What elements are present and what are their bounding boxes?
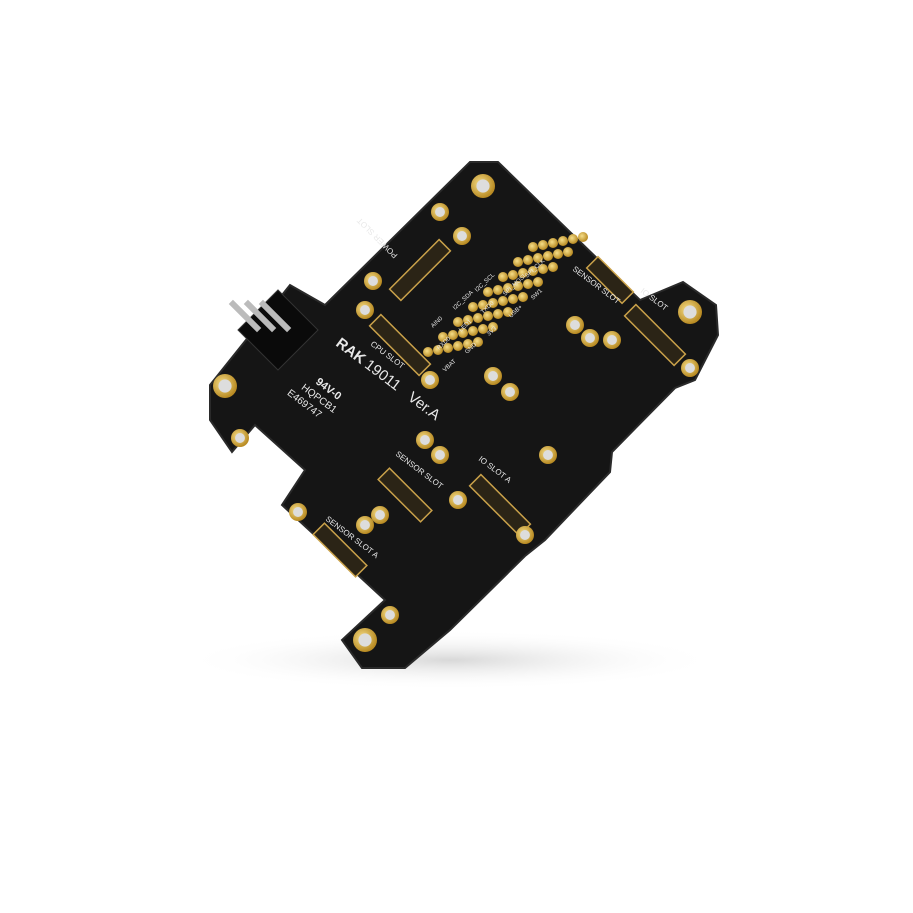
gold-pad — [463, 315, 473, 325]
gold-pad — [518, 292, 528, 302]
gold-pad — [503, 307, 513, 317]
gold-pad — [508, 270, 518, 280]
gold-pad — [528, 266, 538, 276]
gold-pad — [513, 281, 523, 291]
gold-pad — [548, 262, 558, 272]
gold-pad — [473, 337, 483, 347]
gold-pad — [478, 300, 488, 310]
gold-pad — [523, 279, 533, 289]
gold-pad — [443, 343, 453, 353]
mounting-hole-bore — [476, 179, 490, 193]
gold-pad — [488, 322, 498, 332]
mounting-hole-bore — [683, 305, 697, 319]
mounting-hole-bore — [368, 276, 378, 286]
gold-pad — [468, 326, 478, 336]
gold-pad — [528, 242, 538, 252]
mounting-hole-bore — [435, 450, 445, 460]
gold-pad — [483, 311, 493, 321]
mounting-hole-bore — [218, 379, 232, 393]
gold-pad — [458, 328, 468, 338]
gold-pad — [473, 313, 483, 323]
mounting-hole-bore — [420, 435, 430, 445]
gold-pad — [563, 247, 573, 257]
gold-pad — [533, 253, 543, 263]
gold-pad — [568, 234, 578, 244]
mounting-hole-bore — [543, 450, 553, 460]
gold-pad — [453, 341, 463, 351]
gold-pad — [508, 294, 518, 304]
gold-pad — [503, 283, 513, 293]
mounting-hole-bore — [293, 507, 303, 517]
pin-header — [228, 289, 319, 371]
mounting-hole-bore — [235, 433, 245, 443]
mounting-hole-bore — [453, 495, 463, 505]
gold-pad — [538, 264, 548, 274]
gold-pad — [513, 257, 523, 267]
gold-pad — [578, 232, 588, 242]
mounting-hole-bore — [585, 333, 595, 343]
gold-pad — [518, 268, 528, 278]
gold-pad — [488, 298, 498, 308]
mounting-hole-bore — [520, 530, 530, 540]
gold-pad — [423, 347, 433, 357]
gold-pad — [483, 287, 493, 297]
gold-pad — [553, 249, 563, 259]
gold-pad — [558, 236, 568, 246]
mounting-hole-bore — [435, 207, 445, 217]
mounting-hole-bore — [457, 231, 467, 241]
mounting-hole-bore — [425, 375, 435, 385]
gold-pad — [453, 317, 463, 327]
gold-pad — [498, 296, 508, 306]
gold-pad — [548, 238, 558, 248]
mounting-hole-bore — [607, 335, 617, 345]
mounting-hole-bore — [360, 520, 370, 530]
mounting-hole-bore — [385, 610, 395, 620]
mounting-hole-bore — [488, 371, 498, 381]
board-connectors — [312, 238, 687, 578]
gold-pad — [433, 345, 443, 355]
gold-pad — [493, 285, 503, 295]
gold-pad — [478, 324, 488, 334]
gold-pad — [533, 277, 543, 287]
gold-pad — [493, 309, 503, 319]
mounting-hole-bore — [570, 320, 580, 330]
gold-pad — [438, 332, 448, 342]
gold-pad — [498, 272, 508, 282]
mounting-hole-bore — [685, 363, 695, 373]
gold-pad — [538, 240, 548, 250]
mounting-hole-bore — [358, 633, 372, 647]
mounting-hole-bore — [505, 387, 515, 397]
gold-pad — [448, 330, 458, 340]
mounting-holes — [213, 174, 702, 652]
mounting-hole-bore — [375, 510, 385, 520]
gold-pad-grid — [423, 232, 588, 357]
mounting-hole-bore — [360, 305, 370, 315]
gold-pad — [523, 255, 533, 265]
gold-pad — [543, 251, 553, 261]
floor-reflection — [180, 630, 720, 690]
gold-pad — [463, 339, 473, 349]
gold-pad — [468, 302, 478, 312]
